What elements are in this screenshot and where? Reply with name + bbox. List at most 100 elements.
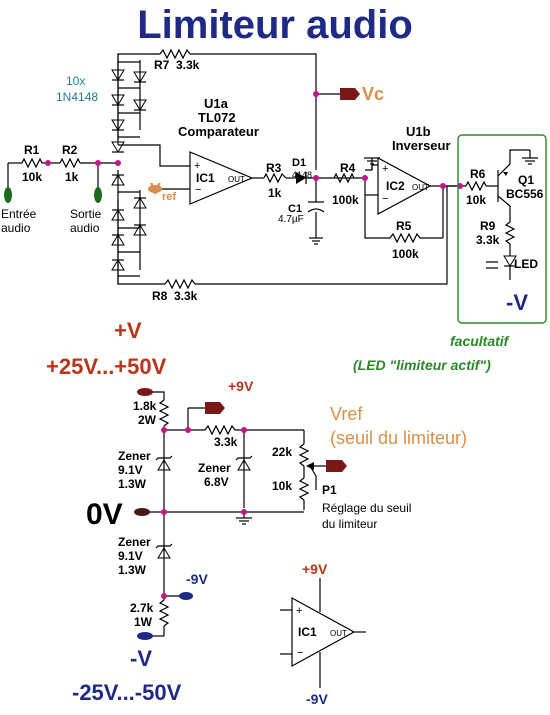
ic2-opamp: + − IC2 OUT [377, 156, 432, 216]
diode-count: 10x [66, 74, 85, 88]
svg-text:+: + [296, 605, 302, 617]
p1-desc-2: du limiteur [322, 517, 377, 531]
r5-value: 100k [392, 247, 419, 261]
r8-label: R8 [152, 289, 168, 303]
zener1-l3: 1.3W [118, 477, 147, 491]
r-mid-value: 3.3k [214, 435, 238, 449]
p1-desc-1: Réglage du seuil [322, 501, 411, 515]
minus-v: -V [130, 646, 152, 671]
p1-label: P1 [322, 483, 337, 497]
diode-chain-bottom [111, 170, 147, 284]
output-label-2: audio [70, 221, 100, 235]
vc-label: Vc [362, 84, 384, 104]
vref-title: Vref [330, 404, 363, 424]
title: Limiteur audio [137, 3, 413, 47]
ic2-out: OUT [412, 183, 429, 192]
optional-label: facultatif [450, 333, 510, 349]
vref-desc: (seuil du limiteur) [330, 428, 467, 448]
d1-value: 4148 [292, 170, 312, 180]
ic1-out: OUT [228, 175, 245, 184]
r1-label: R1 [24, 143, 40, 157]
minus-range: -25V...-50V [72, 680, 182, 705]
vref-label-sub: ref [162, 191, 176, 203]
u1a-role: Comparateur [178, 124, 259, 139]
svg-text:+: + [382, 163, 388, 175]
r3-value: 1k [268, 186, 282, 200]
pinout-plus9: +9V [302, 561, 328, 577]
zener2-l1: Zener [118, 535, 151, 549]
u1b-name: U1b [406, 124, 431, 139]
r-top-watt: 2W [138, 413, 157, 427]
plus9-label: +9V [228, 378, 254, 394]
svg-text:+: + [194, 160, 200, 172]
zener3-l1: Zener [198, 461, 231, 475]
pot-value: 10k [272, 479, 292, 493]
r9-label: R9 [480, 219, 496, 233]
junction-dots [45, 91, 463, 189]
r6-value: 10k [466, 193, 486, 207]
svg-text:−: − [195, 184, 201, 196]
c1-capacitor [307, 201, 325, 245]
led-label: LED [514, 257, 538, 271]
r3-label: R3 [266, 161, 282, 175]
q1-value: BC556 [506, 187, 544, 201]
supply-terminals [134, 388, 347, 640]
zener2-l2: 9.1V [118, 549, 143, 563]
resistors-top [21, 48, 487, 290]
r7-value: 3.3k [176, 58, 200, 72]
zener3-l2: 6.8V [204, 475, 229, 489]
r4-value: 100k [332, 193, 359, 207]
minus9-label: -9V [186, 571, 208, 587]
plus-v: +V [114, 318, 142, 343]
optional-box [457, 134, 547, 324]
u1b-role: Inverseur [392, 138, 451, 153]
optional-minus-v: -V [506, 290, 528, 315]
diode-part: 1N4148 [56, 90, 98, 104]
svg-text:−: − [297, 647, 303, 659]
input-label-2: audio [1, 221, 31, 235]
zener1-l2: 9.1V [118, 463, 143, 477]
ic2-label: IC2 [386, 179, 405, 193]
q1-label: Q1 [518, 173, 534, 187]
ic1-label: IC1 [196, 171, 215, 185]
c1-label: C1 [288, 203, 302, 215]
supply-wiring [148, 391, 326, 637]
ic1-opamp: + − IC1 OUT [189, 151, 254, 205]
ground-ic2 [364, 157, 380, 165]
opamp-pinout: + − [280, 578, 366, 688]
zener1-l1: Zener [118, 449, 151, 463]
r1-value: 10k [22, 170, 42, 184]
diode-chain-top [111, 54, 147, 153]
r-bot-watt: 1W [134, 615, 153, 629]
u1a-part: TL072 [198, 110, 236, 125]
r6-label: R6 [470, 167, 486, 181]
r7-label: R7 [154, 58, 170, 72]
r8-value: 3.3k [174, 289, 198, 303]
supply-dots [161, 427, 247, 599]
r-top-value: 1.8k [133, 399, 157, 413]
r2-value: 1k [65, 170, 79, 184]
plus-range: +25V...+50V [46, 354, 167, 379]
vref-label-main: V [150, 181, 161, 198]
zero-v: 0V [86, 498, 123, 531]
pinout-minus9: -9V [306, 691, 328, 707]
pinout-out: OUT [330, 629, 347, 638]
r5-label: R5 [396, 219, 412, 233]
r-bot-value: 2.7k [130, 601, 154, 615]
svg-text:−: − [382, 193, 388, 205]
output-label-1: Sortie [70, 207, 102, 221]
optional-desc: (LED "limiteur actif") [353, 357, 491, 373]
terminals [4, 88, 360, 203]
zeners [155, 455, 253, 559]
u1a-name: U1a [204, 96, 229, 111]
c1-value: 4.7µF [278, 214, 304, 225]
zener2-l3: 1.3W [118, 563, 147, 577]
pinout-ic: IC1 [298, 625, 317, 639]
d1-label: D1 [292, 157, 306, 169]
input-label-1: Entrée [1, 207, 37, 221]
d1-diode [296, 172, 307, 184]
r4-label: R4 [340, 161, 356, 175]
r2-label: R2 [62, 143, 78, 157]
pot-r-value: 22k [272, 445, 292, 459]
